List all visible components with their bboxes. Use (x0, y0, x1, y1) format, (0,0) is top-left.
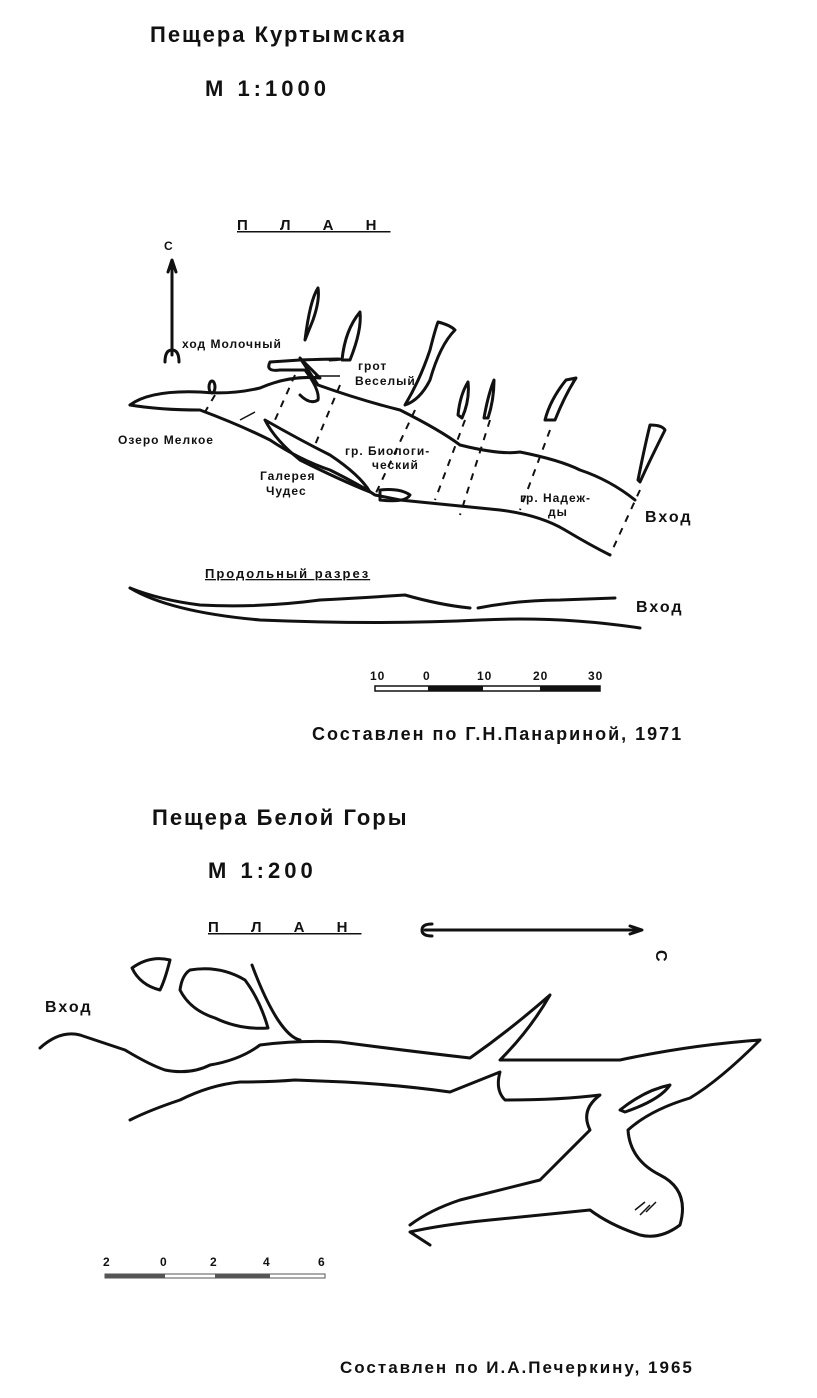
cave1-scale: М 1:1000 (205, 76, 330, 101)
label-biolog-1: гр. Биологи- (345, 444, 430, 458)
cave1-plan-outline (128, 286, 667, 557)
cave2-plan-label: П Л А Н (208, 919, 361, 936)
cave1-plan-label: П Л А Н (237, 217, 390, 234)
cave1-scale-bar: 10 0 10 20 30 (370, 669, 603, 692)
north-arrow-icon: С (163, 239, 181, 364)
cave1-credit: Составлен по Г.Н.Панариной, 1971 (312, 724, 683, 744)
scale-tick: 2 (210, 1255, 218, 1269)
label-biolog-2: ческий (372, 458, 419, 472)
scale-tick: 2 (103, 1255, 111, 1269)
section-entrance: Вход (636, 599, 684, 616)
label-entrance-1: Вход (645, 509, 693, 526)
cave2-scale: М 1:200 (208, 858, 317, 883)
longitudinal-section (128, 586, 642, 630)
scale-tick: 10 (477, 669, 492, 683)
cave2-plan-outline (38, 957, 762, 1247)
scale-tick: 10 (370, 669, 385, 683)
label-grot-vesely-1: грот (358, 359, 387, 373)
label-ozero: Озеро Мелкое (118, 433, 214, 447)
cave2-entrance: Вход (45, 999, 93, 1016)
north-arrow-icon: С (420, 922, 669, 964)
scale-tick: 0 (160, 1255, 168, 1269)
scale-tick: 6 (318, 1255, 326, 1269)
scale-tick: 4 (263, 1255, 271, 1269)
label-grot-vesely-2: Веселый (355, 374, 416, 388)
section-label: Продольный разрез (205, 566, 370, 581)
scale-tick: 20 (533, 669, 548, 683)
label-nadezhdy-1: гр. Надеж- (520, 491, 591, 505)
cave1-title: Пещера Куртымская (150, 22, 407, 47)
cave2-credit: Составлен по И.А.Печеркину, 1965 (340, 1358, 694, 1377)
label-galereya-2: Чудес (266, 484, 307, 498)
cave2-north-label: С (652, 950, 669, 964)
scale-tick: 30 (588, 669, 603, 683)
scale-tick: 0 (423, 669, 431, 683)
label-hod-molochny: ход Молочный (182, 337, 282, 351)
north-label: С (164, 239, 174, 253)
label-nadezhdy-2: ды (548, 505, 568, 519)
cave2-scale-bar: 2 0 2 4 6 (103, 1255, 326, 1279)
cave2-title: Пещера Белой Горы (152, 805, 408, 830)
label-galereya-1: Галерея (260, 469, 315, 483)
